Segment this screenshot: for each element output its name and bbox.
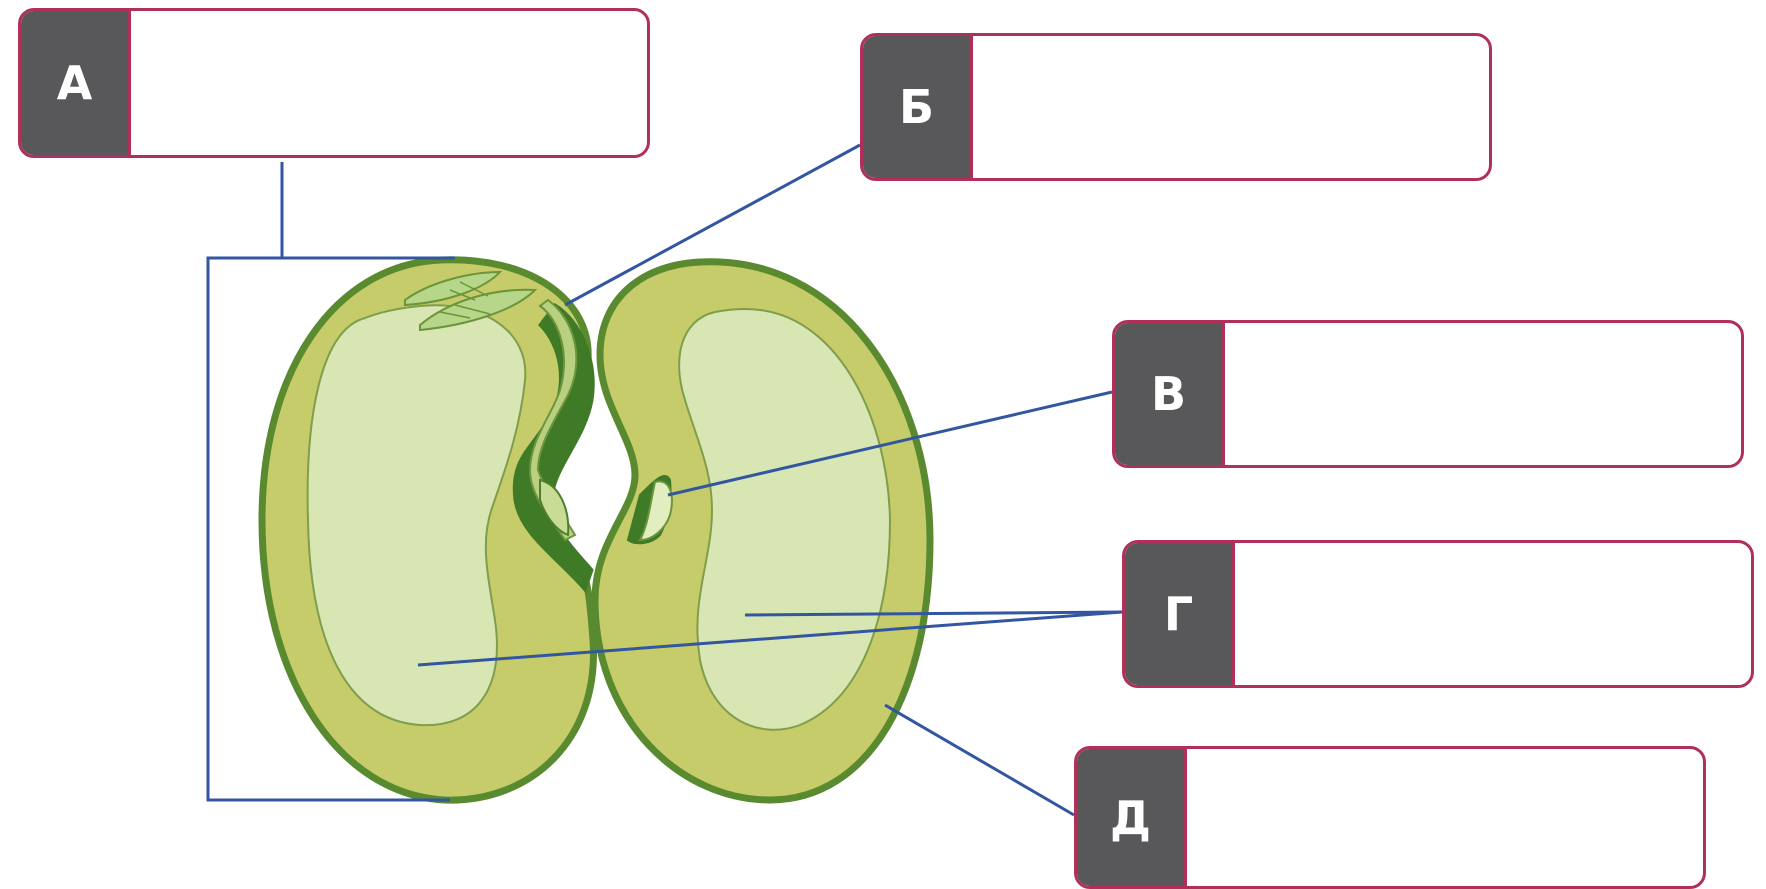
answer-field-b[interactable] bbox=[973, 36, 1489, 178]
right-cotyledon-inner bbox=[678, 307, 892, 731]
label-letter-b: Б bbox=[863, 36, 973, 178]
leader-g-right bbox=[744, 610, 1123, 617]
leader-v bbox=[667, 390, 1113, 497]
leader-d bbox=[884, 703, 1075, 817]
label-box-d[interactable]: Д bbox=[1074, 746, 1706, 889]
plumule-leaves bbox=[404, 270, 538, 332]
leader-b bbox=[564, 143, 861, 307]
label-letter-a: А bbox=[21, 11, 131, 155]
radicle-tip bbox=[539, 478, 570, 537]
label-box-v[interactable]: В bbox=[1112, 320, 1744, 468]
label-letter-v: В bbox=[1115, 323, 1225, 465]
leader-lines bbox=[206, 143, 1123, 817]
answer-field-v[interactable] bbox=[1225, 323, 1741, 465]
label-letter-g: Г bbox=[1125, 543, 1235, 685]
radicle-right bbox=[638, 480, 673, 542]
answer-field-d[interactable] bbox=[1187, 749, 1703, 886]
label-box-a[interactable]: А bbox=[18, 8, 650, 158]
answer-field-g[interactable] bbox=[1235, 543, 1751, 685]
answer-field-a[interactable] bbox=[131, 11, 647, 155]
leader-g-left bbox=[417, 610, 1123, 667]
left-seed-half bbox=[258, 256, 597, 804]
label-box-g[interactable]: Г bbox=[1122, 540, 1754, 688]
label-letter-d: Д bbox=[1077, 749, 1187, 886]
label-box-b[interactable]: Б bbox=[860, 33, 1492, 181]
right-seed-half bbox=[591, 258, 934, 804]
left-cotyledon-inner bbox=[306, 304, 527, 727]
